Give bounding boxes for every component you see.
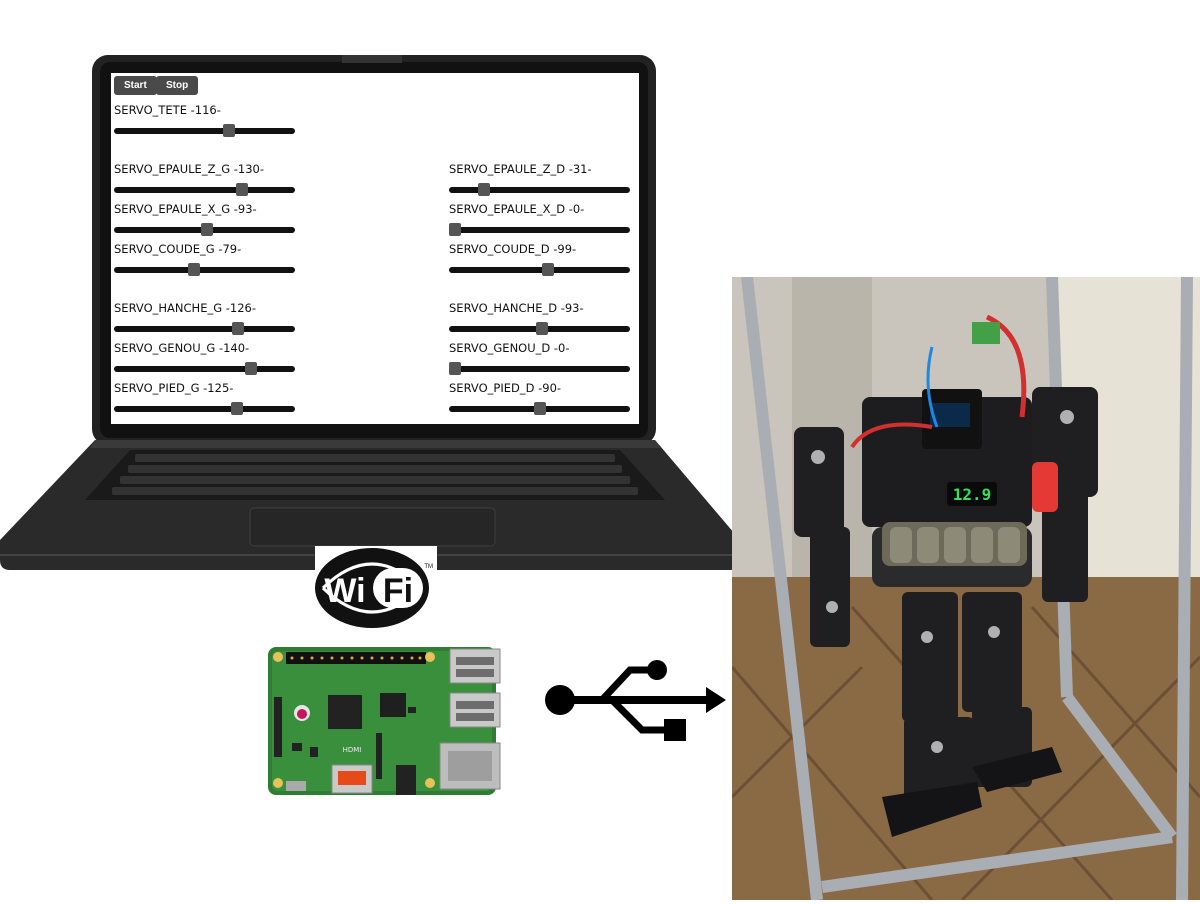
servo-coude-d-control: SERVO_COUDE_D -99- xyxy=(446,242,630,282)
servo-hanche-d-label: SERVO_HANCHE_D -93- xyxy=(449,301,584,315)
servo-hanche-g-label: SERVO_HANCHE_G -126- xyxy=(114,301,257,315)
usb-symbol-icon xyxy=(540,657,730,745)
servo-epaule-z-g-control: SERVO_EPAULE_Z_G -130- xyxy=(111,162,295,202)
servo-control-page: Start Stop SERVO_TETE -116- SERVO_EPAULE… xyxy=(111,73,639,424)
servo-epaule-z-d-slider[interactable] xyxy=(449,183,630,196)
servo-genou-g-slider-thumb[interactable] xyxy=(245,362,258,375)
servo-pied-d-control: SERVO_PIED_D -90- xyxy=(446,381,630,421)
servo-epaule-z-g-slider[interactable] xyxy=(114,183,295,196)
voltage-display: 12.9 xyxy=(953,485,992,504)
servo-hanche-g-control: SERVO_HANCHE_G -126- xyxy=(111,301,295,341)
servo-coude-g-label: SERVO_COUDE_G -79- xyxy=(114,242,242,256)
servo-genou-g-slider[interactable] xyxy=(114,362,295,375)
wifi-logo-icon: Wi Fi TM xyxy=(315,546,437,632)
wifi-logo-wi-text: Wi xyxy=(324,572,365,610)
servo-hanche-d-slider-thumb[interactable] xyxy=(536,322,549,335)
servo-genou-d-slider-thumb[interactable] xyxy=(449,362,461,375)
servo-genou-d-label: SERVO_GENOU_D -0- xyxy=(449,341,570,355)
servo-epaule-z-g-slider-thumb[interactable] xyxy=(236,183,249,196)
servo-hanche-d-control: SERVO_HANCHE_D -93- xyxy=(446,301,630,341)
servo-genou-d-slider[interactable] xyxy=(449,362,630,375)
servo-epaule-x-d-slider-thumb[interactable] xyxy=(449,223,461,236)
servo-pied-g-slider[interactable] xyxy=(114,402,295,415)
servo-pied-d-label: SERVO_PIED_D -90- xyxy=(449,381,562,395)
servo-genou-g-label: SERVO_GENOU_G -140- xyxy=(114,341,250,355)
servo-pied-g-slider-thumb[interactable] xyxy=(231,402,244,415)
servo-epaule-z-d-slider-thumb[interactable] xyxy=(478,183,491,196)
humanoid-robot-photo: 12.9 xyxy=(730,276,1200,902)
servo-tete-slider-thumb[interactable] xyxy=(222,124,235,137)
servo-coude-g-control: SERVO_COUDE_G -79- xyxy=(111,242,295,282)
hdmi-label: HDMI xyxy=(343,746,362,754)
servo-tete-label: SERVO_TETE -116- xyxy=(114,103,221,117)
servo-hanche-d-slider[interactable] xyxy=(449,322,630,335)
start-button[interactable]: Start xyxy=(114,76,157,95)
servo-epaule-x-d-slider[interactable] xyxy=(449,223,630,236)
servo-coude-d-slider-thumb[interactable] xyxy=(541,263,554,276)
servo-epaule-x-g-label: SERVO_EPAULE_X_G -93- xyxy=(114,202,257,216)
servo-coude-g-slider[interactable] xyxy=(114,263,295,276)
servo-pied-d-slider[interactable] xyxy=(449,402,630,415)
raspberry-pi-board: HDMI xyxy=(268,647,502,797)
stop-button[interactable]: Stop xyxy=(156,76,199,95)
servo-pied-g-control: SERVO_PIED_G -125- xyxy=(111,381,295,421)
servo-coude-d-label: SERVO_COUDE_D -99- xyxy=(449,242,577,256)
servo-epaule-x-d-control: SERVO_EPAULE_X_D -0- xyxy=(446,202,630,242)
servo-coude-g-slider-thumb[interactable] xyxy=(188,263,201,276)
wifi-logo-tm-text: TM xyxy=(424,564,433,570)
servo-tete-slider[interactable] xyxy=(114,124,295,137)
servo-coude-d-slider[interactable] xyxy=(449,263,630,276)
servo-pied-g-label: SERVO_PIED_G -125- xyxy=(114,381,234,395)
servo-tete-control: SERVO_TETE -116- xyxy=(111,103,295,143)
wifi-logo-fi-text: Fi xyxy=(383,572,413,610)
servo-epaule-z-g-label: SERVO_EPAULE_Z_G -130- xyxy=(114,162,265,176)
servo-genou-d-control: SERVO_GENOU_D -0- xyxy=(446,341,630,381)
servo-epaule-z-d-label: SERVO_EPAULE_Z_D -31- xyxy=(449,162,592,176)
servo-genou-g-control: SERVO_GENOU_G -140- xyxy=(111,341,295,381)
servo-epaule-x-g-slider-thumb[interactable] xyxy=(201,223,214,236)
servo-epaule-x-g-slider[interactable] xyxy=(114,223,295,236)
servo-epaule-z-d-control: SERVO_EPAULE_Z_D -31- xyxy=(446,162,630,202)
servo-pied-d-slider-thumb[interactable] xyxy=(533,402,546,415)
servo-hanche-g-slider-thumb[interactable] xyxy=(232,322,245,335)
servo-epaule-x-g-control: SERVO_EPAULE_X_G -93- xyxy=(111,202,295,242)
servo-epaule-x-d-label: SERVO_EPAULE_X_D -0- xyxy=(449,202,585,216)
servo-hanche-g-slider[interactable] xyxy=(114,322,295,335)
